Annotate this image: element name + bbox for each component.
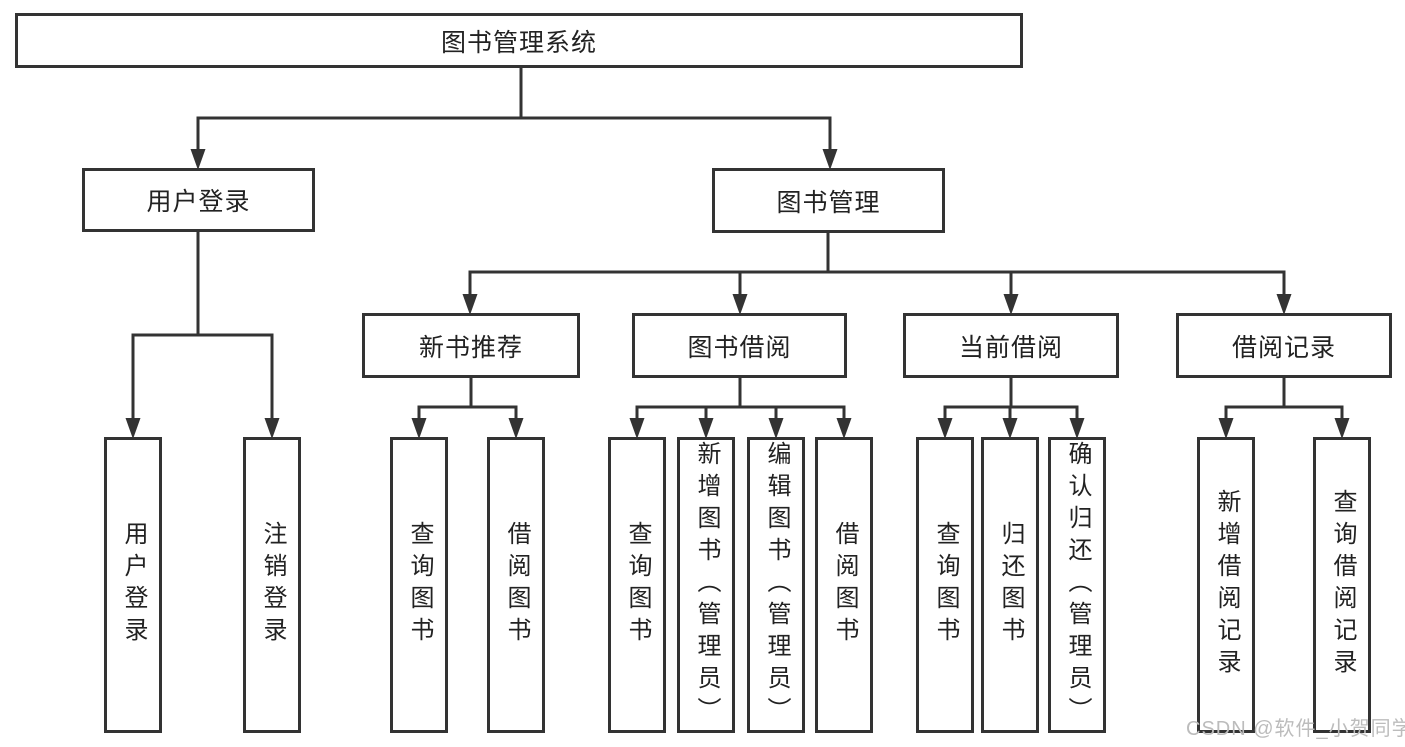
node-new-book-recommend: 新书推荐	[362, 313, 580, 378]
leaf-edit-book-admin: 编辑图书（管理员）	[747, 437, 805, 733]
leaf-user-login: 用户登录	[104, 437, 162, 733]
leaf-add-book-admin-label: 新增图书（管理员）	[693, 441, 720, 729]
node-current-borrow: 当前借阅	[903, 313, 1119, 378]
connector-records-children	[1218, 374, 1350, 439]
node-user-login: 用户登录	[82, 168, 315, 232]
connector-new-book-children	[411, 374, 524, 439]
node-borrow-records: 借阅记录	[1176, 313, 1392, 378]
leaf-borrow-book-newrec: 借阅图书	[487, 437, 545, 733]
leaf-query-book-current: 查询图书	[916, 437, 974, 733]
node-book-borrow-label: 图书借阅	[687, 333, 792, 362]
leaf-confirm-return-admin: 确认归还（管理员）	[1048, 437, 1106, 733]
leaf-borrow-book: 借阅图书	[815, 437, 873, 733]
leaf-borrow-book-newrec-label: 借阅图书	[503, 521, 530, 649]
node-borrow-records-label: 借阅记录	[1231, 333, 1336, 362]
leaf-add-borrow-record: 新增借阅记录	[1197, 437, 1255, 733]
connector-user-login-children	[125, 228, 280, 439]
leaf-logout: 注销登录	[243, 437, 301, 733]
node-root-label: 图书管理系统	[440, 28, 597, 57]
node-book-borrow: 图书借阅	[632, 313, 847, 378]
leaf-add-borrow-record-label: 新增借阅记录	[1213, 489, 1240, 681]
leaf-query-borrow-record: 查询借阅记录	[1313, 437, 1371, 733]
leaf-logout-label: 注销登录	[259, 521, 286, 649]
node-book-management: 图书管理	[712, 168, 945, 233]
leaf-query-book-borrow: 查询图书	[608, 437, 666, 733]
connector-current-borrow-children	[937, 374, 1085, 439]
leaf-query-book-newrec-label: 查询图书	[406, 521, 433, 649]
leaf-edit-book-admin-label: 编辑图书（管理员）	[763, 441, 790, 729]
node-book-management-label: 图书管理	[776, 188, 881, 217]
node-user-login-label: 用户登录	[146, 188, 251, 216]
connector-book-borrow-children	[629, 374, 852, 439]
connector-root-to-level2	[190, 64, 838, 170]
node-current-borrow-label: 当前借阅	[958, 333, 1063, 362]
leaf-query-book-borrow-label: 查询图书	[624, 521, 651, 649]
leaf-add-book-admin: 新增图书（管理员）	[677, 437, 735, 733]
node-root-system: 图书管理系统	[15, 13, 1023, 68]
leaf-query-book-newrec: 查询图书	[390, 437, 448, 733]
connector-book-mgmt-children	[462, 229, 1292, 315]
csdn-watermark: CSDN @软件_小贺同学	[1186, 718, 1405, 740]
leaf-return-book-label: 归还图书	[997, 521, 1024, 649]
leaf-query-borrow-record-label: 查询借阅记录	[1329, 489, 1356, 681]
leaf-user-login-label: 用户登录	[120, 521, 147, 649]
leaf-return-book: 归还图书	[981, 437, 1039, 733]
leaf-borrow-book-label: 借阅图书	[831, 521, 858, 649]
leaf-confirm-return-admin-label: 确认归还（管理员）	[1064, 441, 1091, 729]
node-new-book-recommend-label: 新书推荐	[418, 333, 523, 362]
leaf-query-book-current-label: 查询图书	[932, 521, 959, 649]
